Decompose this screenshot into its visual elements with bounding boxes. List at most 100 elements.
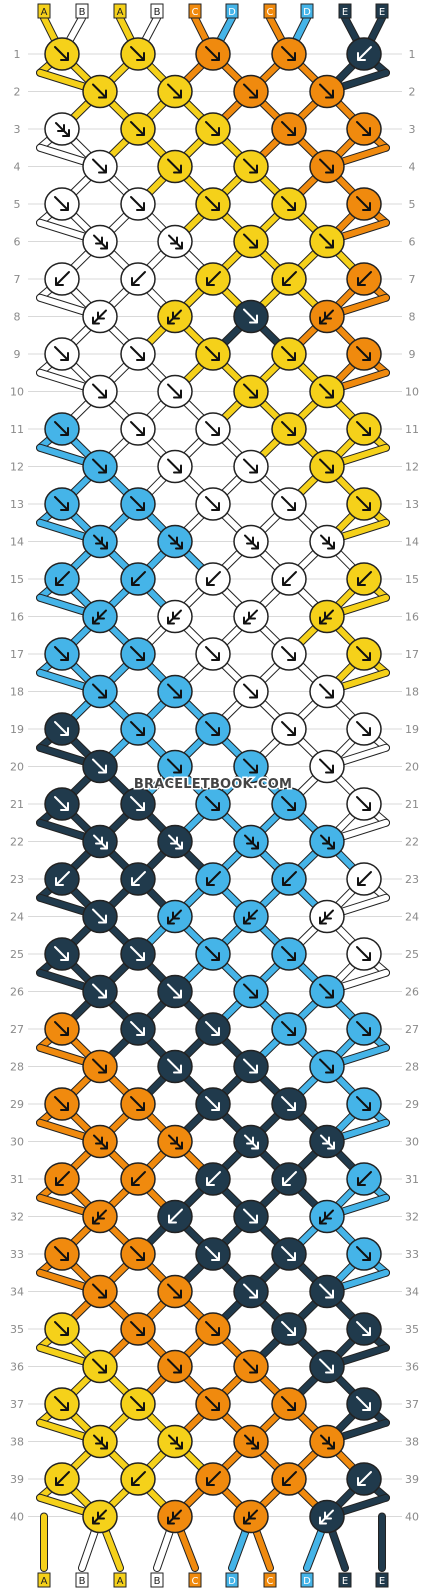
knot-arrow-icon: [168, 1134, 183, 1150]
knot: [346, 262, 382, 296]
row-number-left: 6: [14, 236, 21, 249]
row-number-left: 9: [14, 348, 21, 361]
knot: [82, 599, 118, 634]
bottom-strand-label: C: [267, 1576, 274, 1587]
knot: [309, 149, 345, 184]
knot-arrow-icon: [356, 721, 371, 736]
knot-arrow-icon: [54, 721, 69, 736]
row-number-left: 13: [10, 498, 24, 511]
knot-arrow-icon: [281, 1096, 296, 1111]
top-strand-label: C: [192, 7, 199, 18]
row-number-left: 35: [10, 1323, 24, 1336]
knot-arrow-icon: [54, 421, 69, 436]
knot: [120, 1012, 156, 1046]
knot: [195, 412, 231, 446]
row-number-left: 31: [10, 1173, 24, 1186]
knot-arrow-icon: [92, 1509, 107, 1525]
watermark: BRACELETBOOK.COM: [134, 777, 292, 792]
row-number-right: 6: [409, 236, 416, 249]
knot-arrow-icon: [205, 1021, 220, 1036]
row-number-right: 35: [405, 1323, 419, 1336]
knot: [82, 1499, 118, 1534]
knot: [44, 1087, 80, 1121]
knot-arrow-icon: [92, 1283, 107, 1299]
knot: [346, 412, 382, 446]
knot: [271, 37, 307, 71]
knot: [195, 862, 231, 896]
knot: [346, 1462, 382, 1496]
knot: [309, 899, 345, 934]
knot: [309, 1499, 345, 1534]
row-number-left: 18: [10, 686, 24, 699]
row-number-left: 1: [14, 48, 21, 61]
knot: [233, 824, 269, 859]
knot-arrow-icon: [244, 534, 259, 550]
knot-arrow-icon: [92, 1358, 107, 1374]
knot-arrow-icon: [244, 1434, 259, 1450]
knot-arrow-icon: [205, 196, 220, 211]
knot-arrow-icon: [319, 309, 334, 325]
knot: [44, 937, 80, 971]
row-number-left: 12: [10, 461, 24, 474]
knot: [309, 524, 345, 559]
knot: [309, 1124, 345, 1159]
knot: [309, 1349, 345, 1384]
knot: [309, 1199, 345, 1234]
knot-arrow-icon: [243, 758, 258, 774]
knot: [157, 749, 193, 784]
row-number-left: 21: [10, 798, 24, 811]
knot: [44, 1237, 80, 1271]
knot-arrow-icon: [92, 1209, 107, 1225]
top-strand-label-chip: [188, 3, 202, 19]
knot: [44, 562, 80, 596]
knot: [309, 449, 345, 484]
knot: [233, 299, 269, 334]
bottom-strand-label-chip: [300, 1572, 314, 1588]
row-number-right: 33: [405, 1248, 419, 1261]
knot-arrow-icon: [54, 346, 69, 361]
knot-arrow-icon: [205, 421, 220, 436]
knot: [82, 74, 118, 109]
knot: [120, 1087, 156, 1121]
knot: [82, 1274, 118, 1309]
knot: [309, 674, 345, 709]
knot-arrow-icon: [130, 1396, 145, 1411]
knot-arrow-icon: [356, 421, 371, 436]
knot: [195, 1162, 231, 1196]
row-number-left: 15: [10, 573, 24, 586]
knot: [44, 187, 80, 221]
knot-arrow-icon: [205, 1321, 220, 1336]
knot: [271, 262, 307, 296]
knot: [271, 1312, 307, 1346]
row-number-left: 28: [10, 1061, 24, 1074]
knot: [195, 1387, 231, 1421]
knot-arrow-icon: [282, 1171, 297, 1186]
row-number-right: 16: [405, 611, 419, 624]
knot: [271, 1162, 307, 1196]
knot-arrow-icon: [319, 1358, 334, 1374]
bottom-strand-label: E: [342, 1576, 348, 1587]
row-number-right: 31: [405, 1173, 419, 1186]
knot: [157, 974, 193, 1009]
row-number-right: 38: [405, 1436, 419, 1449]
row-number-left: 40: [10, 1511, 24, 1524]
knot: [44, 1312, 80, 1346]
knot: [44, 487, 80, 521]
knot-arrow-icon: [131, 1171, 146, 1186]
row-number-right: 39: [405, 1473, 419, 1486]
knot: [346, 562, 382, 596]
knot-arrow-icon: [130, 946, 145, 961]
knot-arrow-icon: [130, 196, 145, 211]
knot-arrow-icon: [205, 1096, 220, 1111]
row-number-left: 34: [10, 1286, 24, 1299]
knot: [120, 787, 156, 821]
knot: [157, 374, 193, 409]
knot-arrow-icon: [92, 1058, 107, 1074]
knot: [271, 487, 307, 521]
knot-arrow-icon: [319, 683, 334, 699]
knot-arrow-icon: [281, 721, 296, 736]
knot-arrow-icon: [130, 1021, 145, 1036]
row-number-right: 15: [405, 573, 419, 586]
knot-arrow-icon: [93, 834, 108, 850]
